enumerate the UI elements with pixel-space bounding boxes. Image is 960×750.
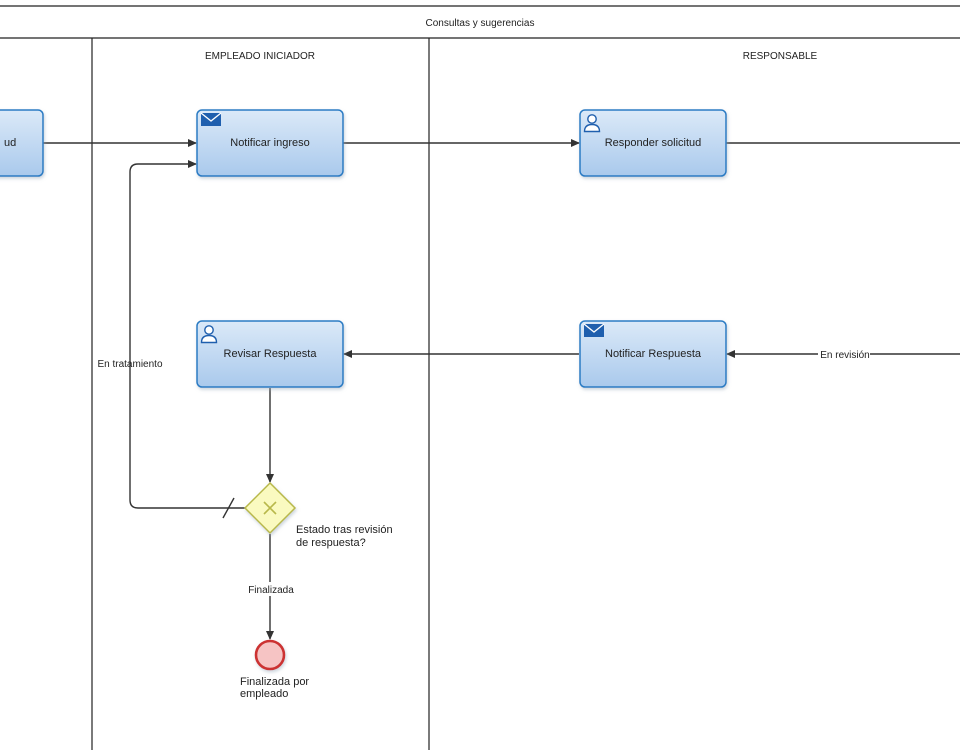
- end-event-label-line1: Finalizada por: [240, 676, 309, 688]
- task-partial-left[interactable]: ud: [0, 109, 44, 177]
- task-notificar-ingreso-label: Notificar ingreso: [230, 137, 309, 149]
- task-responder-solicitud-label: Responder solicitud: [605, 137, 702, 149]
- lane-title-empleado: EMPLEADO INICIADOR: [205, 51, 315, 62]
- flow-label-en-revision: En revisión: [820, 350, 869, 361]
- task-revisar-respuesta-label: Revisar Respuesta: [224, 348, 318, 360]
- flow-label-bg-finalizada: [236, 582, 304, 596]
- gateway-label-line1: Estado tras revisión: [296, 524, 393, 536]
- gateway-label-line2: de respuesta?: [296, 537, 366, 549]
- flow-label-bg-en-revision: [818, 347, 870, 360]
- user-icon: [200, 325, 218, 344]
- task-revisar-respuesta[interactable]: Revisar Respuesta: [196, 320, 344, 388]
- flow-en-tratamiento[interactable]: [129, 160, 246, 509]
- mail-icon: [200, 112, 222, 126]
- task-notificar-respuesta-label: Notificar Respuesta: [605, 348, 702, 360]
- sequence-flows: [43, 139, 960, 640]
- mail-icon: [583, 323, 605, 337]
- task-notificar-ingreso[interactable]: Notificar ingreso: [196, 109, 344, 177]
- flow-label-en-tratamiento: En tratamiento: [97, 359, 162, 370]
- task-notificar-respuesta[interactable]: Notificar Respuesta: [579, 320, 727, 388]
- task-partial-left-label: ud: [4, 137, 16, 149]
- default-flow-slash: [222, 497, 235, 519]
- user-icon: [583, 114, 601, 133]
- end-event-label-line2: empleado: [240, 688, 288, 700]
- pool-title: Consultas y sugerencias: [426, 18, 535, 29]
- end-event[interactable]: [254, 639, 286, 671]
- x-icon: [263, 501, 277, 515]
- lane-title-responsable: RESPONSABLE: [743, 51, 818, 62]
- pool: Consultas y sugerencias: [0, 5, 960, 39]
- flow-label-finalizada: Finalizada: [248, 585, 294, 596]
- task-responder-solicitud[interactable]: Responder solicitud: [579, 109, 727, 177]
